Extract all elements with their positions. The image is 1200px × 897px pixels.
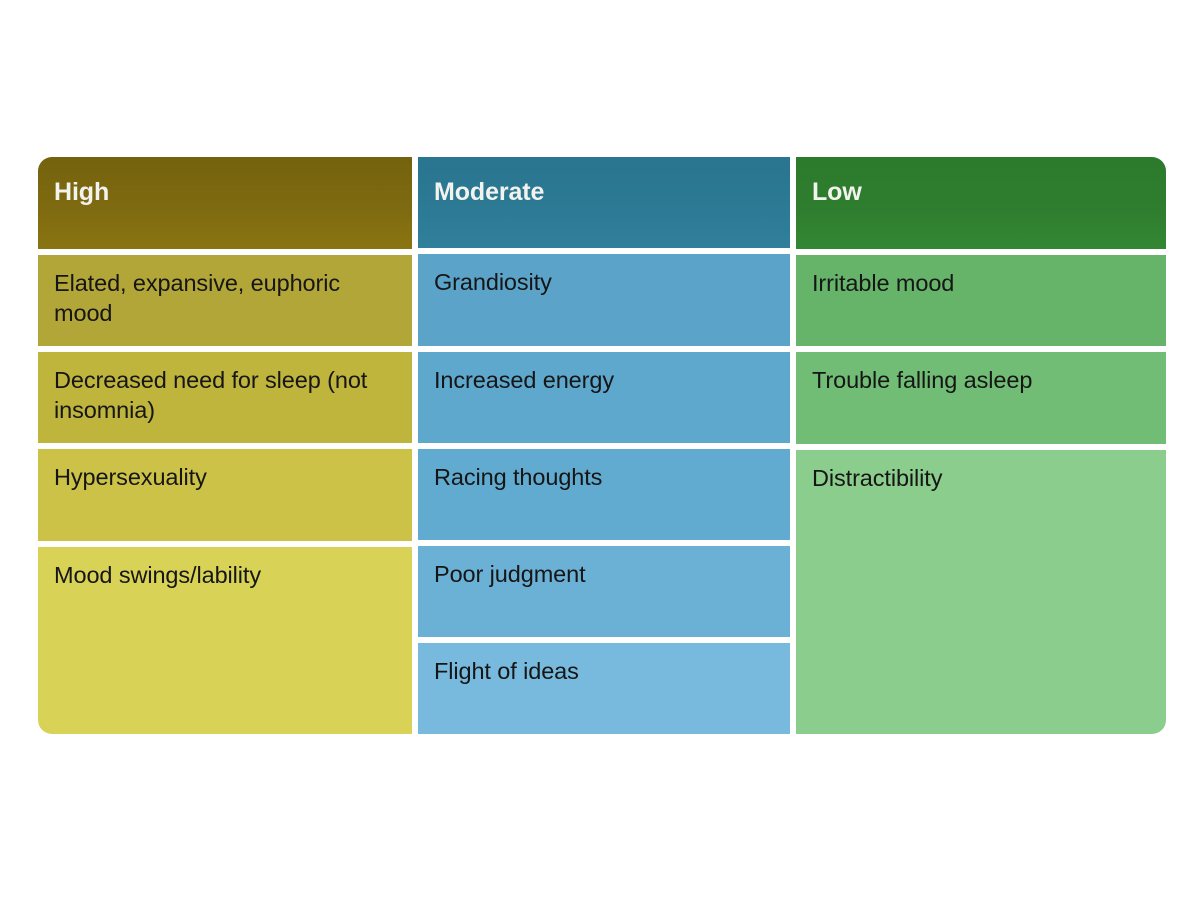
table-cell-moderate-4[interactable]: Poor judgment bbox=[418, 545, 790, 637]
table-cell-high-1-label: Elated, expansive, euphoric mood bbox=[54, 269, 341, 326]
table-cell-moderate-4-label: Poor judgment bbox=[434, 560, 586, 587]
column-header-high-label: High bbox=[54, 178, 110, 206]
column-header-moderate-label: Moderate bbox=[434, 178, 545, 206]
table-cell-moderate-3-label: Racing thoughts bbox=[434, 463, 603, 490]
table-cell-low-2-label: Trouble falling asleep bbox=[812, 367, 1033, 394]
symptom-severity-table: High Elated, expansive, euphoric mood De… bbox=[38, 157, 1166, 734]
table-column-low: Low Irritable mood Trouble falling aslee… bbox=[796, 157, 1166, 734]
column-header-low-label: Low bbox=[812, 178, 862, 206]
table-cell-moderate-2[interactable]: Increased energy bbox=[418, 351, 790, 443]
table-cell-moderate-1[interactable]: Grandiosity bbox=[418, 254, 790, 346]
table-cell-high-3-label: Hypersexuality bbox=[54, 464, 207, 491]
table-cell-low-1-label: Irritable mood bbox=[812, 269, 955, 296]
table-cell-moderate-5[interactable]: Flight of ideas bbox=[418, 642, 790, 734]
table-cell-low-1[interactable]: Irritable mood bbox=[796, 254, 1166, 347]
table-column-high: High Elated, expansive, euphoric mood De… bbox=[38, 157, 412, 734]
table-cell-low-3[interactable]: Distractibility bbox=[796, 450, 1166, 734]
table-cell-high-4-label: Mood swings/lability bbox=[54, 561, 261, 588]
table-cell-high-2-label: Decreased need for sleep (not insomnia) bbox=[54, 367, 368, 423]
table-cell-moderate-1-label: Grandiosity bbox=[434, 269, 552, 296]
table-cell-low-3-label: Distractibility bbox=[812, 465, 943, 492]
table-cell-high-2[interactable]: Decreased need for sleep (not insomnia) bbox=[38, 352, 412, 444]
column-header-moderate: Moderate bbox=[418, 157, 790, 249]
table-cell-moderate-2-label: Increased energy bbox=[434, 366, 614, 393]
table-cell-moderate-5-label: Flight of ideas bbox=[434, 657, 579, 684]
table-column-moderate: Moderate Grandiosity Increased energy Ra… bbox=[418, 157, 790, 734]
column-header-low: Low bbox=[796, 157, 1166, 249]
column-header-high: High bbox=[38, 157, 412, 249]
table-cell-high-4[interactable]: Mood swings/lability bbox=[38, 546, 412, 734]
table-cell-moderate-3[interactable]: Racing thoughts bbox=[418, 448, 790, 540]
table-cell-high-1[interactable]: Elated, expansive, euphoric mood bbox=[38, 254, 412, 347]
table-cell-high-3[interactable]: Hypersexuality bbox=[38, 449, 412, 541]
table-cell-low-2[interactable]: Trouble falling asleep bbox=[796, 352, 1166, 445]
